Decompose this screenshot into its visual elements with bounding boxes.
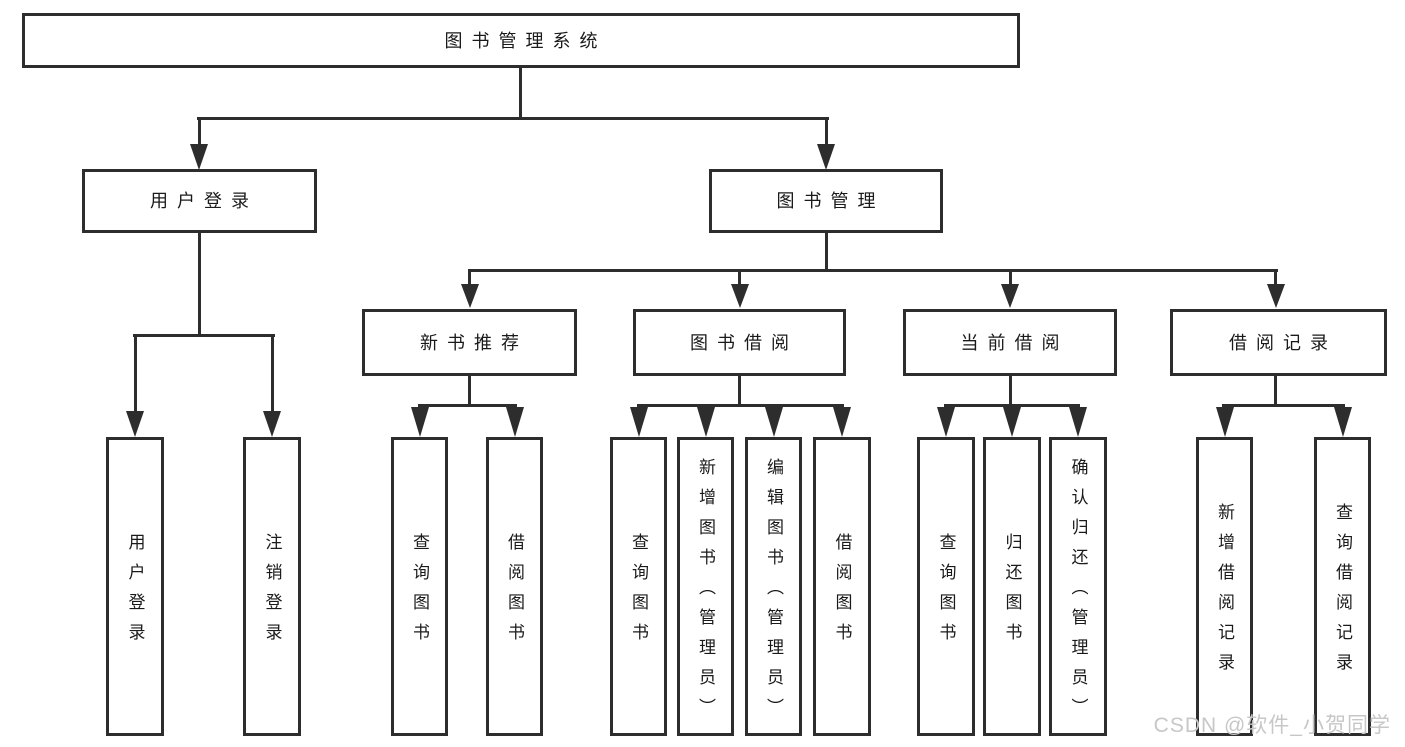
connector-arrow <box>630 407 648 437</box>
node-leaf-edit-book-admin: 编辑图书（管理员） <box>745 437 802 736</box>
connector-line <box>1274 269 1277 287</box>
connector-arrow <box>506 407 524 437</box>
connector-line <box>1274 376 1277 407</box>
connector-line <box>468 376 471 407</box>
connector-line <box>134 334 137 413</box>
connector-line <box>468 269 1278 272</box>
node-leaf-query-books-current: 查询图书 <box>917 437 975 736</box>
connector-line <box>738 269 741 287</box>
connector-arrow <box>697 407 715 437</box>
connector-arrow <box>1334 407 1352 437</box>
connector-arrow <box>1003 407 1021 437</box>
connector-arrow <box>126 411 144 437</box>
node-leaf-confirm-return-admin: 确认归还（管理员） <box>1049 437 1107 736</box>
node-book-management: 图书管理 <box>709 169 943 233</box>
connector-arrow <box>731 284 749 308</box>
node-leaf-borrow-books-recommend: 借阅图书 <box>486 437 543 736</box>
connector-line <box>738 376 741 407</box>
connector-line <box>944 404 1080 407</box>
connector-line <box>1222 404 1345 407</box>
connector-line <box>825 117 828 146</box>
connector-arrow <box>190 144 208 170</box>
connector-arrow <box>833 407 851 437</box>
node-leaf-query-books-recommend: 查询图书 <box>391 437 448 736</box>
connector-line <box>198 117 201 146</box>
connector-line <box>418 404 517 407</box>
node-current-borrowing: 当前借阅 <box>903 309 1117 376</box>
connector-arrow <box>765 407 783 437</box>
node-leaf-add-borrow-record: 新增借阅记录 <box>1196 437 1253 736</box>
connector-arrow <box>937 407 955 437</box>
node-leaf-add-book-admin: 新增图书（管理员） <box>677 437 734 736</box>
connector-line <box>198 233 201 337</box>
node-leaf-logout: 注销登录 <box>243 437 301 736</box>
connector-line <box>133 334 275 337</box>
connector-line <box>637 404 844 407</box>
connector-line <box>1009 376 1012 407</box>
node-user-login: 用户登录 <box>82 169 317 233</box>
watermark-text: CSDN @软件_小贺同学 <box>1153 714 1391 737</box>
connector-line <box>1009 269 1012 287</box>
node-leaf-query-borrow-record: 查询借阅记录 <box>1314 437 1371 736</box>
node-library-system: 图书管理系统 <box>22 13 1020 68</box>
node-borrowing-records: 借阅记录 <box>1170 309 1387 376</box>
connector-line <box>519 68 522 120</box>
node-leaf-borrow-books: 借阅图书 <box>813 437 871 736</box>
connector-arrow <box>263 411 281 437</box>
node-leaf-query-books-borrowing: 查询图书 <box>610 437 667 736</box>
node-leaf-return-book: 归还图书 <box>983 437 1041 736</box>
connector-arrow <box>1216 407 1234 437</box>
connector-line <box>825 233 828 272</box>
node-book-borrowing: 图书借阅 <box>633 309 846 376</box>
connector-arrow <box>411 407 429 437</box>
node-leaf-user-login: 用户登录 <box>106 437 164 736</box>
connector-line <box>271 334 274 413</box>
connector-line <box>468 269 471 287</box>
connector-arrow <box>1001 284 1019 308</box>
node-new-book-recommend: 新书推荐 <box>362 309 577 376</box>
connector-line <box>197 117 829 120</box>
connector-arrow <box>461 284 479 308</box>
connector-arrow <box>1267 284 1285 308</box>
connector-arrow <box>817 144 835 170</box>
connector-arrow <box>1069 407 1087 437</box>
